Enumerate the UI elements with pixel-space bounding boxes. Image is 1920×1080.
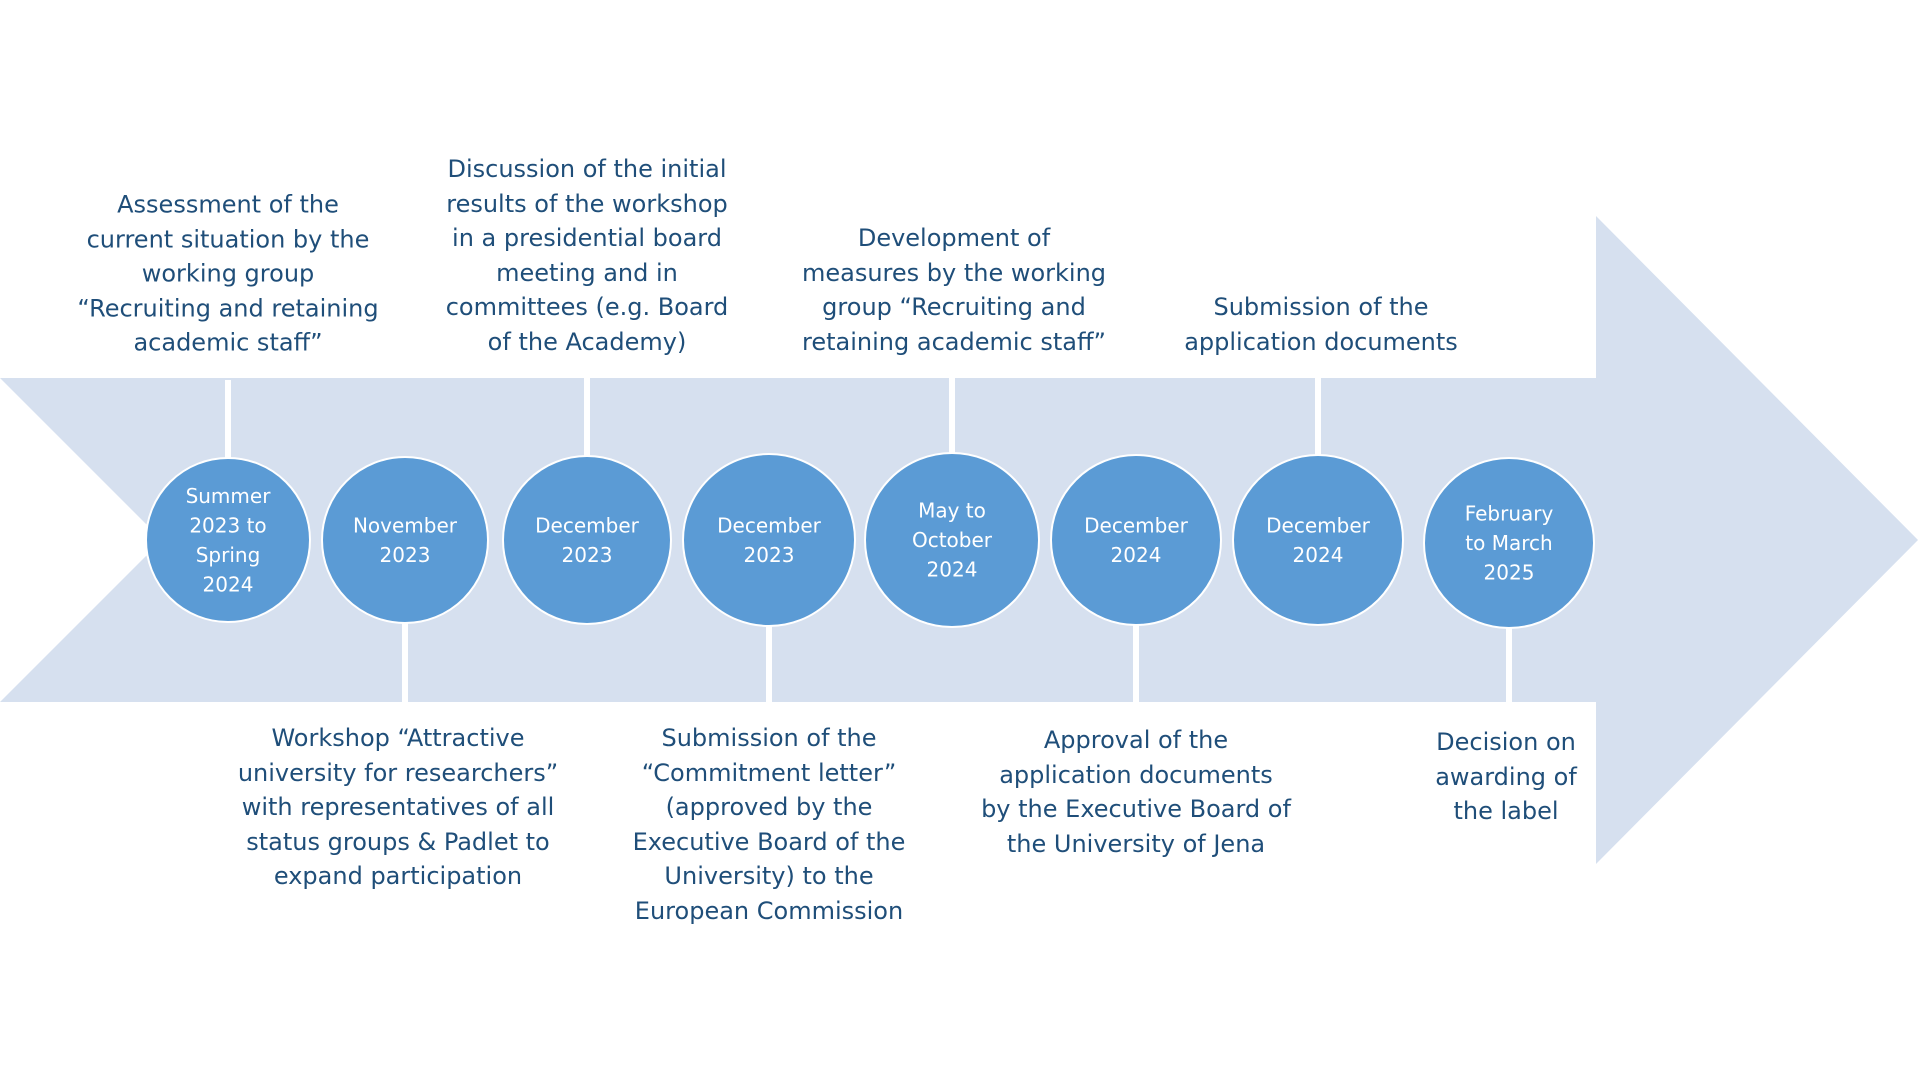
milestone-circle-3 [502, 455, 672, 625]
event-label-6: Approval of the application documents by… [981, 726, 1291, 858]
connector-lines [225, 378, 1512, 702]
event-label-2: Workshop “Attractive university for rese… [237, 724, 559, 890]
event-label-8: Decision on awarding of the label [1435, 728, 1577, 825]
milestone-circle-5 [864, 452, 1040, 628]
milestone-circle-2 [321, 456, 489, 624]
event-label-4: Submission of the “Commitment letter” (a… [632, 724, 906, 925]
milestone-circle-4 [682, 453, 856, 627]
event-label-3: Discussion of the initial results of the… [445, 155, 729, 356]
milestone-circle-7 [1232, 454, 1404, 626]
milestone-circle-6 [1050, 454, 1222, 626]
event-label-1: Assessment of the current situation by t… [77, 190, 379, 357]
event-label-7: Submission of the application documents [1184, 293, 1458, 356]
milestone-circle-1 [145, 457, 311, 623]
milestone-circle-8 [1423, 457, 1595, 629]
event-label-5: Development of measures by the working g… [801, 224, 1107, 356]
